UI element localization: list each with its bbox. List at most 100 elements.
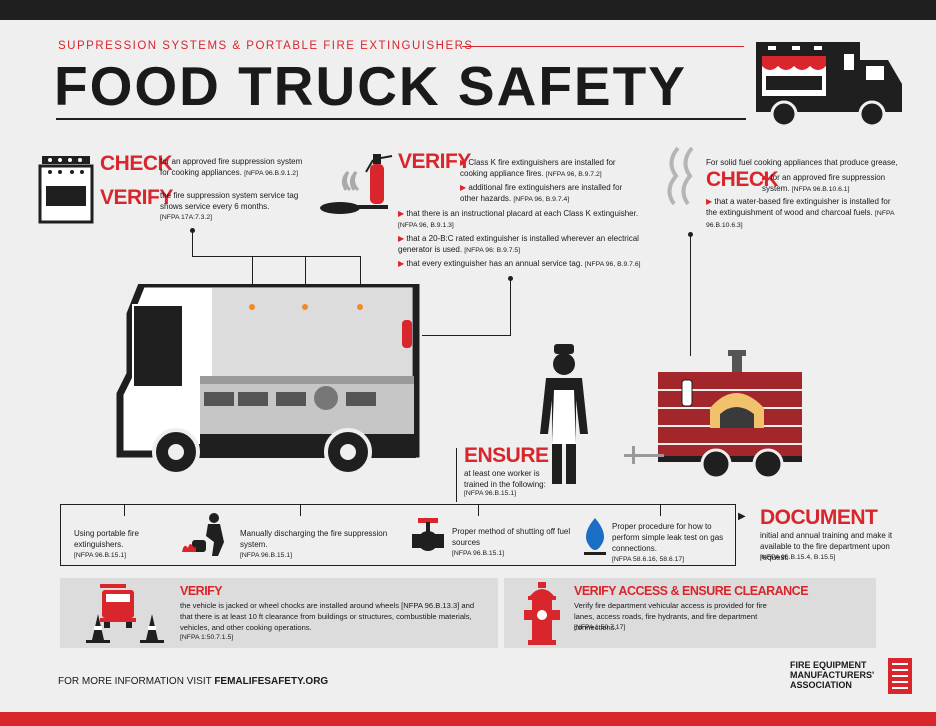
check-text: for an approved fire suppression system … (160, 156, 310, 179)
connector-line (192, 256, 252, 257)
verify-item-2-text: additional fire extinguishers are instal… (460, 183, 623, 203)
suppression-nozzle-icon (357, 304, 363, 310)
verify-extinguishers-keyword: VERIFY (398, 150, 471, 173)
verify-keyword: VERIFY (100, 186, 173, 209)
check-solid-item-2-text: that a water-based fire extinguisher is … (706, 197, 891, 217)
title-rule (56, 118, 746, 120)
worker-extinguisher-icon (182, 513, 224, 556)
org-name-line-2: MANUFACTURERS' (790, 670, 875, 680)
connector-line (252, 256, 253, 304)
traffic-cone-icon (86, 614, 164, 643)
ensure-ref: [NFPA 96.B.15.1] (464, 490, 517, 497)
verify-item-1-text: Class K fire extinguishers are installed… (460, 158, 616, 178)
top-bar (0, 0, 936, 20)
connector-line (660, 504, 661, 516)
training-item-2: Manually discharging the fire suppressio… (240, 528, 400, 561)
connector-line (690, 234, 691, 356)
fire-truck-icon (100, 584, 136, 628)
connector-line (252, 256, 360, 257)
check-ref: [NFPA 96.B.9.1.2] (244, 170, 298, 177)
verify-item-4-text: that a 20-B:C rated extinguisher is inst… (398, 234, 639, 254)
verify-item-1-ref: [NFPA 96, B.9.7.2] (545, 171, 602, 178)
check-solid-item-2-ref: [NFPA 96.B.10.6.3] (706, 210, 895, 229)
verify-access-panel (504, 578, 876, 648)
training-item-4-ref: [NFPA 58.6.16, 58.6.17] (612, 556, 685, 563)
pizza-oven-icon (624, 350, 802, 480)
verify-item-5: ▶ that every extinguisher has an annual … (398, 259, 641, 268)
connector-line (422, 335, 511, 336)
org-name-line-3: ASSOCIATION (790, 680, 852, 690)
page-subtitle: SUPPRESSION SYSTEMS & PORTABLE FIRE EXTI… (58, 40, 474, 52)
verify-item-1: ▶ Class K fire extinguishers are install… (460, 158, 616, 178)
fema-logo-icon (888, 658, 912, 694)
footer-info: FOR MORE INFORMATION VISIT FEMALIFESAFET… (58, 676, 328, 687)
training-bracket (60, 565, 736, 566)
verify-item-5-text: that every extinguisher has an annual se… (406, 259, 583, 268)
connector-line (360, 256, 361, 304)
check-keyword: CHECK (100, 152, 173, 175)
verify-vehicle-description: the vehicle is jacked or wheel chocks ar… (180, 601, 475, 632)
connector-line (305, 256, 306, 304)
training-item-1-ref: [NFPA 96.B.15.1] (74, 552, 127, 559)
verify-access-description: Verify fire department vehicular access … (574, 601, 767, 632)
check-solid-fuel-keyword: CHECK (706, 168, 779, 191)
check-solid-item-1-ref: [NFPA 96.B.10.6.1] (791, 186, 850, 193)
verify-item-2: ▶ additional fire extinguishers are inst… (460, 183, 623, 203)
footer-info-prefix: FOR MORE INFORMATION VISIT (58, 676, 215, 687)
page-title: FOOD TRUCK SAFETY (54, 55, 687, 117)
verify-vehicle-ref: [NFPA 1:50.7.1.5] (180, 634, 234, 641)
training-item-1-text: Using portable fire extinguishers. (74, 529, 139, 549)
bottom-bar (0, 712, 936, 726)
check-solid-fuel-intro: For solid fuel cooking appliances that p… (706, 158, 898, 167)
check-solid-item-1: ▶ for an approved fire suppression syste… (762, 173, 886, 193)
verify-item-4: ▶ that a 20-B:C rated extinguisher is in… (398, 234, 639, 254)
connector-line (300, 504, 301, 516)
training-bracket (60, 504, 61, 566)
verify-item-3-text: that there is an instructional placard a… (406, 209, 639, 218)
chef-icon (540, 344, 588, 484)
training-item-1: Using portable fire extinguishers. [NFPA… (74, 528, 186, 561)
connector-line (124, 504, 125, 516)
verify-access-keyword: VERIFY ACCESS & ENSURE CLEARANCE (574, 584, 809, 598)
org-name-line-1: FIRE EQUIPMENT (790, 660, 867, 670)
footer-website-link[interactable]: FEMALIFESAFETY.ORG (214, 676, 329, 687)
fire-hydrant-icon (524, 582, 560, 645)
gas-flame-icon (584, 518, 606, 555)
verify-item-3: ▶ that there is an instructional placard… (398, 209, 639, 229)
verify-description: the fire suppression system service tag … (160, 191, 299, 211)
check-solid-item-1-text: for an approved fire suppression system. (762, 173, 886, 193)
verify-item-3-ref: [NFPA 96, B.9.1.3] (398, 222, 454, 229)
valve-icon (412, 518, 444, 551)
subtitle-rule (462, 46, 744, 47)
ensure-description: at least one worker is trained in the fo… (464, 469, 546, 489)
connector-line (478, 504, 479, 516)
connector-line (456, 448, 457, 502)
document-ref: [NFPA 96.B.15.4, B.15.5] (760, 554, 836, 561)
fema-logo-text: FIRE EQUIPMENT MANUFACTURERS' ASSOCIATIO… (790, 660, 890, 690)
check-solid-item-2: ▶ that a water-based fire extinguisher i… (706, 197, 895, 229)
document-keyword: DOCUMENT (760, 506, 878, 529)
check-description: for an approved fire suppression system … (160, 157, 303, 177)
training-item-2-ref: [NFPA 96.B.15.1] (240, 552, 293, 559)
food-truck-illustration (116, 284, 420, 476)
connector-line (510, 278, 511, 336)
arrow-to-document: ▶ (738, 511, 746, 522)
verify-item-5-ref: [NFPA 96, B.9.7.6] (584, 261, 641, 268)
training-item-4: Proper procedure for how to perform simp… (612, 521, 738, 565)
smoke-icon (667, 146, 694, 206)
connector-line (192, 230, 193, 256)
training-item-4-text: Proper procedure for how to perform simp… (612, 522, 724, 553)
training-bracket (60, 504, 736, 505)
verify-vehicle-keyword: VERIFY (180, 584, 223, 598)
training-item-3: Proper method of shutting off fuel sourc… (452, 526, 572, 559)
training-item-3-ref: [NFPA 96.B.15.1] (452, 550, 505, 557)
verify-item-2-ref: [NFPA 96, B.9.7.4] (513, 196, 570, 203)
ensure-keyword: ENSURE (464, 444, 549, 467)
food-truck-icon (756, 42, 902, 128)
stove-icon (38, 156, 94, 224)
fire-extinguisher-icon (320, 154, 393, 214)
training-item-3-text: Proper method of shutting off fuel sourc… (452, 527, 571, 547)
training-item-2-text: Manually discharging the fire suppressio… (240, 529, 388, 549)
verify-access-ref: [NFPA 1:50.7.17] (574, 624, 626, 631)
suppression-nozzle-icon (302, 304, 308, 310)
